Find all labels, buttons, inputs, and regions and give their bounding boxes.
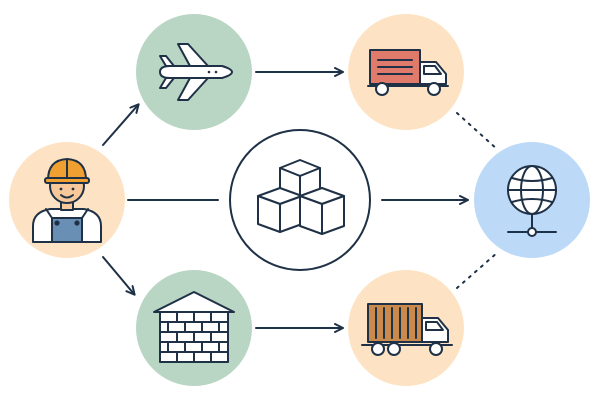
container-truck-icon (361, 303, 453, 356)
node-packages (229, 129, 371, 271)
airplane-icon (159, 43, 233, 101)
warehouse-icon (153, 291, 235, 363)
connections (102, 67, 499, 333)
dotted-box-truck-to-network (456, 112, 499, 151)
box-truck-icon (367, 49, 449, 96)
arrow-worker-to-warehouse (102, 256, 136, 296)
node-warehouse (136, 270, 252, 386)
node-container-truck (348, 270, 464, 386)
node-airplane (136, 14, 252, 130)
node-worker (9, 142, 125, 258)
node-network (474, 142, 590, 258)
node-box-truck (348, 14, 464, 130)
globe-network-icon (507, 165, 557, 237)
worker-icon (32, 158, 102, 243)
arrow-worker-to-airplane (102, 103, 140, 146)
dotted-container-truck-to-network (456, 251, 499, 289)
packages-icon (257, 159, 345, 235)
